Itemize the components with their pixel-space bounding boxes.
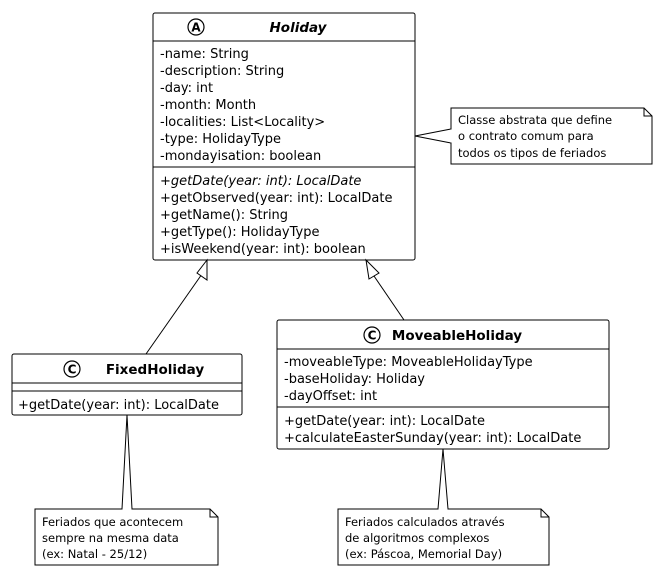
method: +getName(): String (160, 208, 288, 223)
attribute: -day: int (160, 81, 213, 96)
generalization-arrowhead (196, 258, 208, 281)
note-box (337, 508, 550, 566)
attribute: -dayOffset: int (284, 389, 377, 404)
inheritance-moveable-to-holiday (365, 258, 405, 321)
class-holiday-name: Holiday (270, 20, 328, 36)
class-holiday: A Holiday -name: String -description: St… (152, 12, 416, 261)
method: +calculateEasterSunday(year: int): Local… (284, 431, 581, 446)
note-fold (643, 108, 652, 117)
method-abstract: +getDate(year: int): LocalDate (160, 174, 361, 189)
note-connector (121, 414, 133, 510)
note-fixed-holiday: Feriados que acontecem sempre na mesma d… (34, 414, 219, 566)
generalization-line (145, 273, 203, 355)
generalization-line (373, 275, 405, 321)
class-stereotype-icon (63, 360, 81, 378)
class-stereotype-icon (363, 326, 381, 344)
note-box (34, 508, 219, 566)
note-line: de algoritmos complexos (345, 531, 489, 545)
attribute: -localities: List<Locality> (160, 115, 325, 130)
note-holiday: Classe abstrata que define o contrato co… (414, 107, 653, 165)
generalization-arrowhead (365, 258, 380, 280)
note-line: (ex: Natal - 25/12) (42, 547, 147, 561)
note-box (450, 107, 653, 165)
note-line: sempre na mesma data (42, 531, 179, 545)
attribute: -type: HolidayType (160, 132, 281, 147)
note-connector (437, 448, 449, 510)
attribute: -description: String (160, 64, 284, 79)
inheritance-fixed-to-holiday (145, 258, 208, 355)
note-connector (414, 128, 452, 144)
attribute: -moveableType: MoveableHolidayType (284, 355, 533, 370)
note-fold (540, 509, 549, 518)
method: +getDate(year: int): LocalDate (284, 414, 485, 429)
stereotype-letter: C (368, 329, 377, 343)
class-moveable-holiday: C MoveableHoliday -moveableType: Moveabl… (276, 319, 610, 450)
method: +getType(): HolidayType (160, 225, 319, 240)
note-fold (209, 509, 218, 518)
attribute: -month: Month (160, 98, 256, 113)
stereotype-letter: C (68, 363, 77, 377)
note-line: Classe abstrata que define (458, 113, 612, 127)
note-line: (ex: Páscoa, Memorial Day) (345, 547, 502, 561)
note-moveable-holiday: Feriados calculados através de algoritmo… (337, 448, 550, 566)
note-line: todos os tipos de feriados (458, 146, 606, 160)
attribute: -mondayisation: boolean (160, 149, 321, 164)
attribute: -baseHoliday: Holiday (284, 372, 425, 387)
stereotype-letter: A (191, 21, 201, 35)
note-line: Feriados calculados através (345, 515, 505, 529)
attribute: -name: String (160, 47, 249, 62)
note-line: o contrato comum para (458, 129, 594, 143)
abstract-stereotype-icon (187, 18, 205, 36)
class-fixed-holiday: C FixedHoliday +getDate(year: int): Loca… (11, 353, 243, 416)
note-line: Feriados que acontecem (42, 515, 183, 529)
class-moveable-holiday-name: MoveableHoliday (392, 328, 522, 344)
class-fixed-holiday-name: FixedHoliday (106, 362, 205, 378)
method: +getObserved(year: int): LocalDate (160, 191, 392, 206)
method: +isWeekend(year: int): boolean (160, 242, 366, 257)
method: +getDate(year: int): LocalDate (18, 398, 219, 413)
